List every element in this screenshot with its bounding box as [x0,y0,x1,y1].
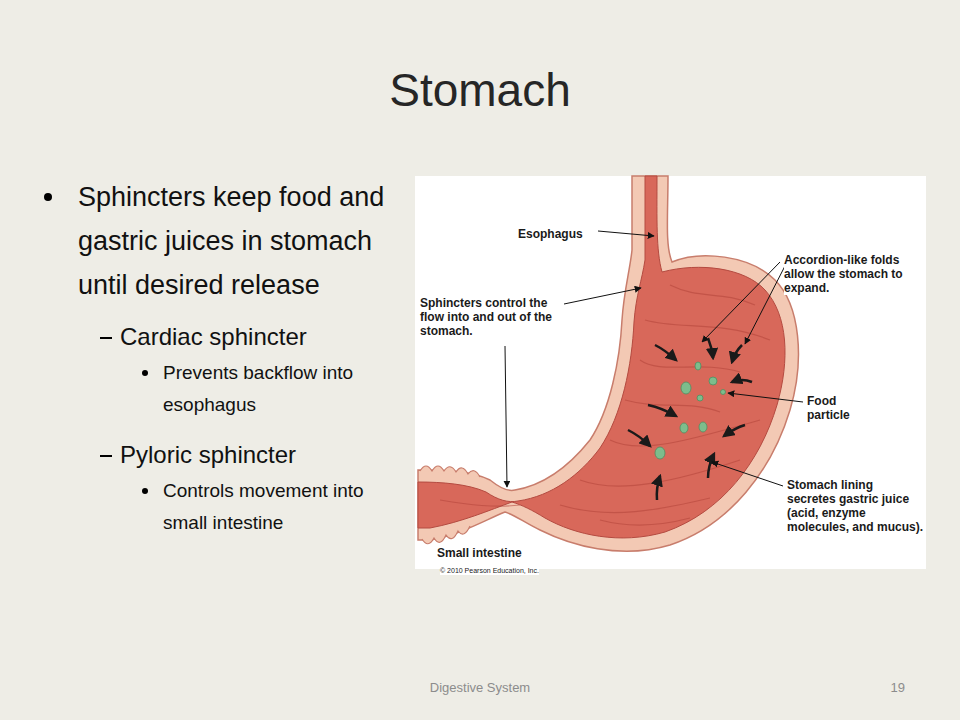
sub-bullet-text: Pyloric sphincter [120,435,410,475]
label-wrap: Accordion-like folds allow the stomach t… [784,253,924,296]
bullet-row: Prevents backflow into esophagus [0,357,410,421]
sub-bullet-text: Cardiac sphincter [120,317,410,357]
bullet-row: Pyloric sphincter [0,435,410,475]
bullet-dash [100,455,112,457]
mixing-arrows [628,338,752,500]
label-wrap: Food particle [807,394,867,423]
bullet-dot [44,193,52,201]
bullet-dot [142,370,148,376]
bullet-dot [142,488,148,494]
stomach-lumen [418,176,785,538]
callout-label: Accordion-like folds allow the stomach t… [784,253,924,295]
label-wrap: Digestive System [380,680,580,696]
title-wrap: Stomach [0,60,960,120]
bullet-dash [100,337,112,339]
image-frame [415,176,926,569]
callout-label: Food particle [807,394,867,422]
bullet-column: Sphincters keep food and gastric juices … [0,175,410,539]
sub-sub-bullet-text: Controls movement into small intestine [163,475,410,539]
label-wrap: © 2010 Pearson Education, Inc. [440,559,560,577]
label-wrap: Esophagus [518,224,596,242]
leader-lines [505,231,803,487]
page-number: 19 [855,680,905,696]
bullet-row: Sphincters keep food and gastric juices … [0,175,410,307]
label-wrap: 19 [855,680,905,696]
callout-label: Esophagus [518,227,583,241]
bullet-row: Cardiac sphincter [0,317,410,357]
footer-text: Digestive System [380,680,580,696]
callout-label: Sphincters control the flow into and out… [420,296,562,338]
callout-label: Stomach lining secretes gastric juice (a… [787,478,924,534]
copyright-note: © 2010 Pearson Education, Inc. [440,567,539,575]
label-wrap: Stomach lining secretes gastric juice (a… [787,478,924,535]
label-wrap: Sphincters control the flow into and out… [420,296,562,339]
bullet-row: Controls movement into small intestine [0,475,410,539]
stomach-wall [418,176,798,551]
slide-title: Stomach [0,60,960,120]
label-wrap: Small intestine [437,543,557,561]
sub-sub-bullet-text: Prevents backflow into esophagus [163,357,410,421]
bullet-text: Sphincters keep food and gastric juices … [78,175,410,307]
callout-label: Small intestine [437,546,522,560]
